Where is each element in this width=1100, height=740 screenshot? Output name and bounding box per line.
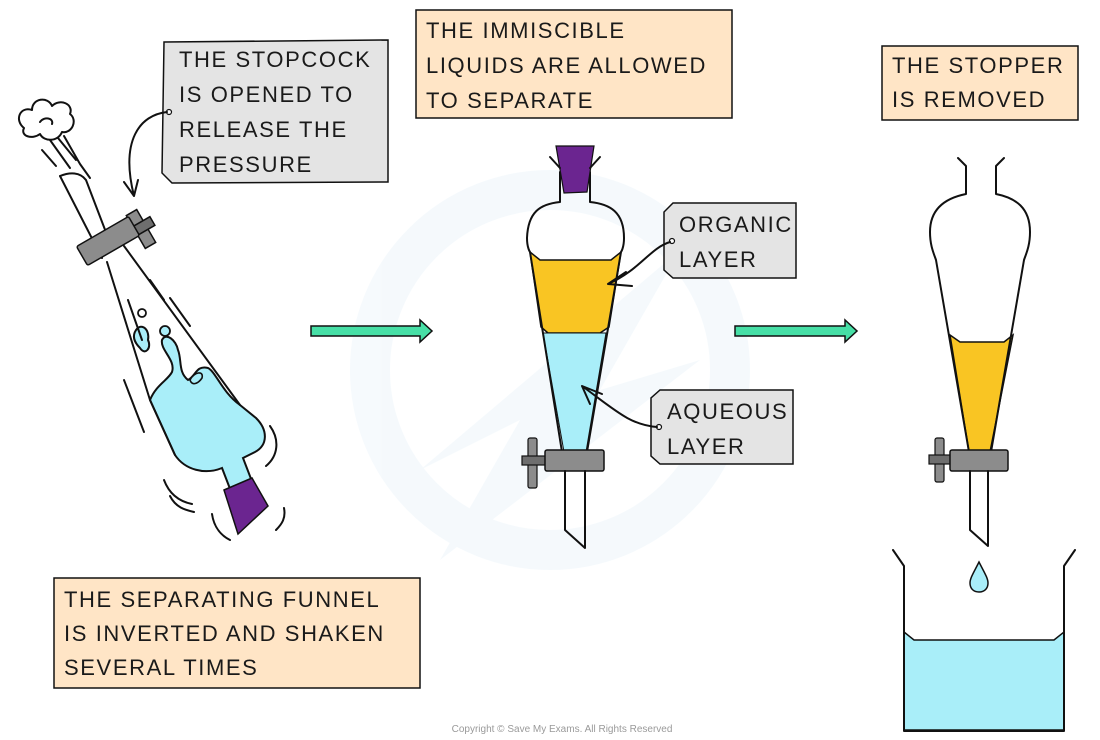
label-aqueous-layer: AQUEOUS LAYER <box>581 385 794 465</box>
beaker <box>892 549 1076 732</box>
caption-line: IS REMOVED <box>892 87 1046 112</box>
organic-layer <box>528 250 623 334</box>
pointer-arrow <box>581 385 658 428</box>
copyright-notice: Copyright © Save My Exams. All Rights Re… <box>452 724 673 735</box>
stopcock <box>521 437 605 489</box>
callout-line: THE STOPCOCK <box>179 47 371 72</box>
step-arrow-1 <box>310 318 434 344</box>
step-arrow-2 <box>734 318 859 344</box>
caption-line: LIQUIDS ARE ALLOWED <box>426 53 707 78</box>
caption-line: TO SEPARATE <box>426 88 594 113</box>
callout-stopcock-opened: THE STOPCOCK IS OPENED TO RELEASE THE PR… <box>123 39 389 197</box>
label-line: ORGANIC <box>679 212 793 237</box>
callout-line: IS OPENED TO <box>179 82 354 107</box>
caption-step-2: THE IMMISCIBLE LIQUIDS ARE ALLOWED TO SE… <box>415 9 733 119</box>
caption-line: THE IMMISCIBLE <box>426 18 626 43</box>
caption-line: THE SEPARATING FUNNEL <box>64 587 380 612</box>
inverted-funnel <box>17 98 286 541</box>
pointer-arrow <box>123 111 168 197</box>
caption-line: THE STOPPER <box>892 53 1064 78</box>
pointer-arrow <box>607 241 671 287</box>
label-line: LAYER <box>667 434 746 459</box>
callout-line: RELEASE THE <box>179 117 348 142</box>
stopper <box>555 145 595 194</box>
stopcock <box>76 208 157 266</box>
droplet-icon <box>969 560 989 593</box>
stopper <box>223 477 269 536</box>
caption-line: IS INVERTED AND SHAKEN <box>64 621 385 646</box>
label-line: LAYER <box>679 247 758 272</box>
caption-step-3: THE STOPPER IS REMOVED <box>881 45 1079 121</box>
separating-funnel-settled <box>521 145 625 549</box>
beaker-liquid <box>903 630 1065 731</box>
stopcock <box>928 437 1009 483</box>
label-organic-layer: ORGANIC LAYER <box>607 202 797 287</box>
label-line: AQUEOUS <box>667 399 788 424</box>
callout-line: PRESSURE <box>179 152 313 177</box>
gas-puff-icon <box>17 98 75 141</box>
caption-line: SEVERAL TIMES <box>64 655 258 680</box>
separating-funnel-draining <box>928 157 1031 593</box>
caption-step-1: THE SEPARATING FUNNEL IS INVERTED AND SH… <box>53 577 421 689</box>
